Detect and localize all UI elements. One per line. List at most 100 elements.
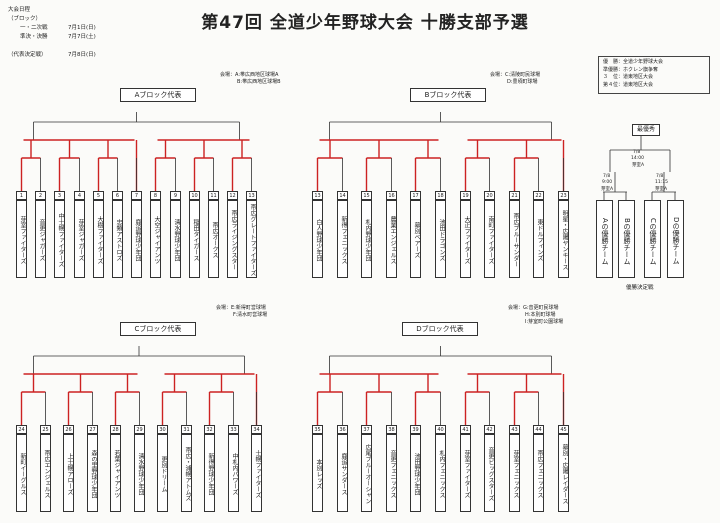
team-number: 7 — [131, 191, 142, 200]
block-d-label: Dブロック代表 — [402, 322, 478, 336]
team-number: 31 — [181, 425, 192, 434]
team-number: 40 — [435, 425, 446, 434]
team-number: 21 — [509, 191, 520, 200]
team-number: 3 — [54, 191, 65, 200]
team-name: 若葉ジャイアンツ — [110, 434, 121, 512]
team-number: 24 — [16, 425, 27, 434]
team-name: 鹿追サンダース — [337, 434, 348, 512]
team-name: 帯広エンジェルス — [40, 434, 51, 512]
team-number: 22 — [533, 191, 544, 200]
team-name: 忠類アストロズ — [112, 200, 123, 278]
team-number: 13 — [312, 191, 323, 200]
team-name: 大空ジャイアンツ — [150, 200, 161, 278]
final-time: 14:00 — [631, 156, 644, 161]
team-name: 帯広オークス — [208, 200, 219, 278]
team-name: 大正ファイターズ — [460, 200, 471, 278]
team-number: 8 — [150, 191, 161, 200]
organizer-box: 優 勝：全道少年野球大会 準優勝：ホクレン旗争奪 ３ 位：道東地区大会 第４位：… — [598, 56, 710, 94]
team-number: 20 — [484, 191, 495, 200]
schedule-date: 7月8日(日) — [68, 52, 96, 58]
team-number: 28 — [110, 425, 121, 434]
team-number: 11 — [208, 191, 219, 200]
schedule-label: （ブロック） — [8, 16, 42, 22]
semi-venue: 芽室A — [655, 187, 668, 192]
team-number: 12 — [227, 191, 238, 200]
team-name: 新得野球少年団 — [204, 434, 215, 512]
team-name: 札内フェニックス — [435, 434, 446, 512]
team-name: 芽室フェニックス — [509, 434, 520, 512]
team-name: 清水野球少年団 — [134, 434, 145, 512]
organizer-line: 第４位：道東地区大会 — [603, 81, 654, 88]
final-team: Cの優勝チーム — [644, 200, 661, 278]
team-number: 1 — [16, 191, 27, 200]
schedule-date: 7月1日(日) — [68, 25, 96, 31]
block-a-label: Aブロック代表 — [120, 88, 196, 102]
team-number: 4 — [74, 191, 85, 200]
organizer-line: 準優勝：ホクレン旗争奪 — [603, 66, 659, 73]
team-name: 更別ドリーム — [157, 434, 168, 512]
team-number: 32 — [204, 425, 215, 434]
team-number: 13 — [246, 191, 257, 200]
team-name: 森の里野球少年団 — [87, 434, 98, 512]
final-team: Bの優勝チーム — [618, 200, 635, 278]
team-name: 音更フェニックス — [386, 434, 397, 512]
team-name: 南町ファイターズ — [484, 200, 495, 278]
schedule-label: 一・二次戦 — [20, 25, 48, 31]
team-number: 6 — [112, 191, 123, 200]
team-number: 33 — [228, 425, 239, 434]
team-name: 池田野球少年団 — [410, 434, 421, 512]
team-name: 士幌ファイターズ — [251, 434, 262, 512]
team-number: 44 — [533, 425, 544, 434]
team-number: 10 — [189, 191, 200, 200]
team-number: 30 — [157, 425, 168, 434]
team-name: 本別レッズ — [312, 434, 323, 512]
finals-label: 最優秀 — [632, 124, 661, 136]
team-number: 35 — [312, 425, 323, 434]
team-number: 27 — [87, 425, 98, 434]
team-name: 新得フェニックス — [337, 200, 348, 278]
final-date: 7/8 — [633, 150, 641, 155]
team-name: 音更ジャガーズ — [35, 200, 46, 278]
team-number: 5 — [93, 191, 104, 200]
team-name: 帯広フェニックス — [533, 434, 544, 512]
organizer-line: ３ 位：道東地区大会 — [603, 74, 654, 80]
final-venue: 芽室A — [632, 163, 645, 168]
team-number: 25 — [40, 425, 51, 434]
team-name: 幕別ベアーズ — [410, 200, 421, 278]
team-name: 中札内パワーズ — [228, 434, 239, 512]
team-name: 札内野球少年団 — [361, 200, 372, 278]
team-number: 42 — [484, 425, 495, 434]
team-name: 白人野球少年団 — [312, 200, 323, 278]
team-number: 9 — [170, 191, 181, 200]
final-team: Aの優勝チーム — [596, 200, 613, 278]
semi-time: 9:00 — [602, 180, 613, 185]
team-number: 34 — [251, 425, 262, 434]
team-name: 池田ドラゴンズ — [435, 200, 446, 278]
team-number: 36 — [337, 425, 348, 434]
team-number: 17 — [410, 191, 421, 200]
team-name: 広尾ブルーオーシャン — [361, 434, 372, 512]
team-name: 稲田タイガース — [189, 200, 200, 278]
schedule-label: 準決・決勝 — [20, 34, 48, 40]
team-number: 14 — [337, 191, 348, 200]
team-number: 38 — [386, 425, 397, 434]
team-name: 帯広ライジングスター — [227, 200, 238, 278]
team-number: 39 — [410, 425, 421, 434]
team-number: 15 — [361, 191, 372, 200]
schedule-date: 7月7日(土) — [68, 34, 96, 40]
block-c-label: Cブロック代表 — [120, 322, 196, 336]
semi-time: 11:15 — [655, 180, 668, 185]
final-footer: 優勝決定戦 — [626, 285, 654, 291]
page-title: 第47回 全道少年野球大会 十勝支部予選 — [201, 13, 529, 33]
semi-venue: 芽室A — [601, 187, 614, 192]
team-name: 新町イーグルス — [16, 434, 27, 512]
schedule-label: 大会日程 — [8, 7, 31, 13]
team-name: 芽室ジャガーズ — [74, 200, 85, 278]
team-name: 上士幌アローズ — [63, 434, 74, 512]
